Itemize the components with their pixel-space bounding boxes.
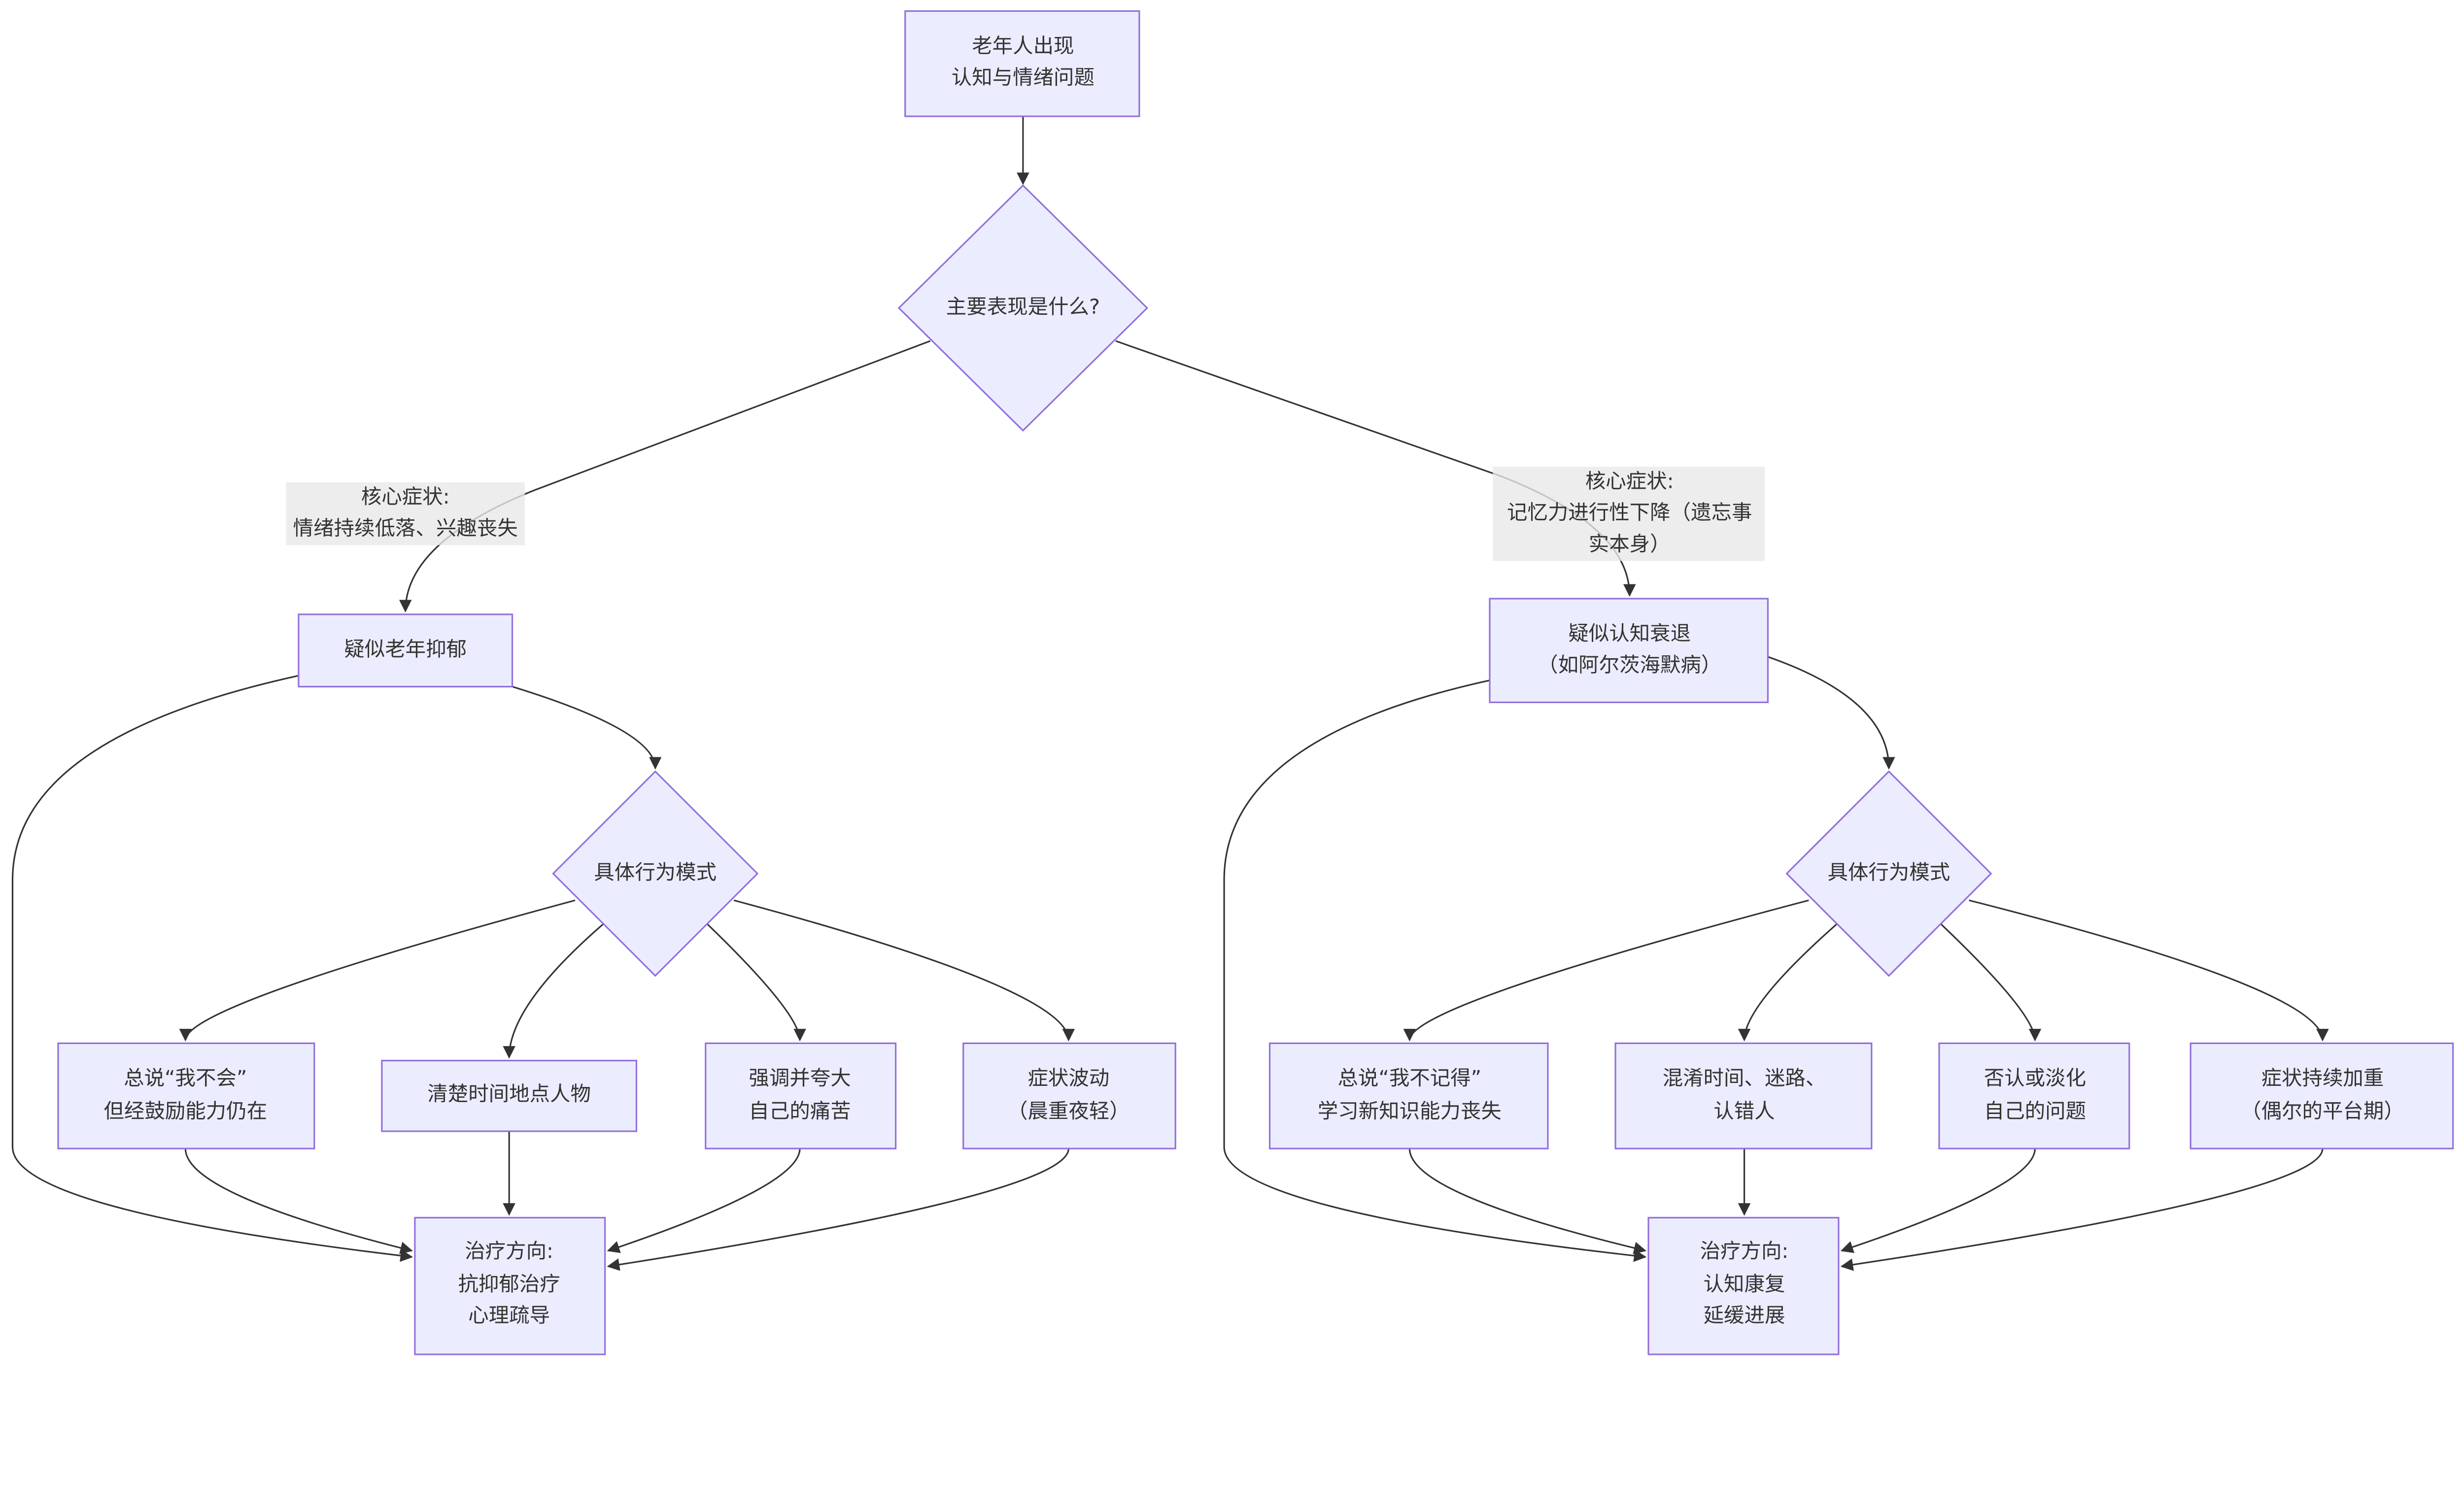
node-text: 自己的问题 [1984, 1101, 2086, 1124]
edge-cog-item1-to-treatment [1408, 1149, 1647, 1254]
edge-dep-item1-to-treatment [184, 1149, 413, 1254]
node-text: 认知康复 [1704, 1272, 1785, 1297]
node-text: 老年人出现 [972, 35, 1074, 59]
edge-cog-behavior-1 [1403, 899, 1809, 1042]
node-text: 治疗方向: [465, 1241, 553, 1264]
node-text: 认错人 [1713, 1101, 1775, 1124]
node-text: 症状持续加重 [2261, 1068, 2384, 1091]
node-text: 但经鼓励能力仍在 [103, 1101, 267, 1124]
edge-label-text: 实本身） [1589, 532, 1671, 557]
node-text: 疑似认知衰退 [1568, 623, 1691, 647]
edge-dep-item3-to-treatment [607, 1149, 801, 1253]
node-text: 总说“我不会” [124, 1068, 247, 1091]
node-text: 具体行为模式 [1828, 862, 1951, 885]
node-text: 否认或淡化 [1984, 1068, 2086, 1091]
node-text: 治疗方向: [1700, 1241, 1789, 1264]
node-text: 疑似老年抑郁 [344, 639, 467, 662]
edge-dep-behavior-2 [503, 923, 604, 1059]
node-cog-item-4: 症状持续加重 （偶尔的平台期） [2190, 1042, 2454, 1149]
node-cog-item-3: 否认或淡化 自己的问题 [1938, 1042, 2130, 1149]
node-dep-behavior: 具体行为模式 [552, 770, 759, 977]
edge-label-right: 核心症状: 记忆力进行性下降（遗忘事 实本身） [1493, 467, 1765, 561]
node-text: 混淆时间、迷路、 [1663, 1068, 1826, 1091]
node-text: （偶尔的平台期） [2241, 1099, 2404, 1124]
node-text: 延缓进展 [1704, 1305, 1785, 1329]
edge-cog-behavior-4 [1969, 899, 2329, 1042]
node-text: 抗抑郁治疗 [458, 1272, 560, 1297]
edge-depression-to-treatment [11, 675, 413, 1262]
edge-dep-behavior-1 [179, 899, 576, 1042]
node-cog-treatment: 治疗方向: 认知康复 延缓进展 [1647, 1217, 1840, 1355]
edge-label-text: 情绪持续低落、兴趣丧失 [293, 518, 518, 541]
node-depression: 疑似老年抑郁 [298, 613, 513, 688]
node-dep-item-4: 症状波动 （晨重夜轻） [962, 1042, 1176, 1149]
node-text: 症状波动 [1027, 1068, 1109, 1091]
edge-decision-to-depression [399, 340, 931, 613]
flowchart: 核心症状: 情绪持续低落、兴趣丧失 核心症状: 记忆力进行性下降（遗忘事 实本身… [11, 10, 2454, 1355]
node-dep-treatment: 治疗方向: 抗抑郁治疗 心理疏导 [414, 1217, 606, 1355]
node-text: 主要表现是什么? [946, 296, 1100, 320]
node-text: 具体行为模式 [594, 862, 717, 885]
node-cog-item-1: 总说“我不记得” 学习新知识能力丧失 [1268, 1042, 1549, 1149]
node-dep-item-2: 清楚时间地点人物 [381, 1059, 638, 1132]
edge-cognitive-to-treatment [1223, 679, 1647, 1262]
edge-dep-item4-to-treatment [607, 1149, 1069, 1271]
edge-cog-item3-to-treatment [1840, 1149, 2036, 1253]
node-text: 学习新知识能力丧失 [1318, 1099, 1502, 1124]
edge-label-text: 记忆力进行性下降（遗忘事 [1507, 501, 1752, 526]
node-text: 自己的痛苦 [749, 1101, 851, 1124]
node-dep-item-3: 强调并夸大 自己的痛苦 [705, 1042, 897, 1149]
edge-dep-behavior-4 [733, 899, 1075, 1042]
edge-dep-behavior-3 [706, 923, 806, 1042]
node-dep-item-1: 总说“我不会” 但经鼓励能力仍在 [57, 1042, 315, 1149]
node-decision-main: 主要表现是什么? [897, 184, 1149, 432]
node-text: 总说“我不记得” [1337, 1068, 1481, 1091]
edge-depression-to-behavior [512, 686, 662, 770]
edge-label-left: 核心症状: 情绪持续低落、兴趣丧失 [286, 482, 525, 545]
node-cog-behavior: 具体行为模式 [1785, 770, 1992, 977]
node-text: 心理疏导 [468, 1305, 550, 1329]
node-text: （晨重夜轻） [1007, 1099, 1130, 1124]
node-text: 清楚时间地点人物 [427, 1083, 591, 1107]
node-text: 认知与情绪问题 [952, 67, 1095, 91]
node-start: 老年人出现 认知与情绪问题 [904, 10, 1140, 117]
node-cognitive: 疑似认知衰退 （如阿尔茨海默病） [1489, 598, 1769, 704]
edge-cog-item4-to-treatment [1840, 1149, 2324, 1271]
node-text: （如阿尔茨海默病） [1538, 653, 1721, 678]
node-text: 强调并夸大 [749, 1068, 851, 1091]
edges [11, 116, 2329, 1271]
edge-label-text: 核心症状: [1585, 471, 1674, 494]
edge-cognitive-to-behavior [1767, 656, 1895, 770]
edge-label-text: 核心症状: [361, 486, 450, 510]
node-cog-item-2: 混淆时间、迷路、 认错人 [1614, 1042, 1873, 1149]
edge-cog-behavior-3 [1940, 923, 2042, 1042]
edge-cog-behavior-2 [1738, 923, 1838, 1042]
